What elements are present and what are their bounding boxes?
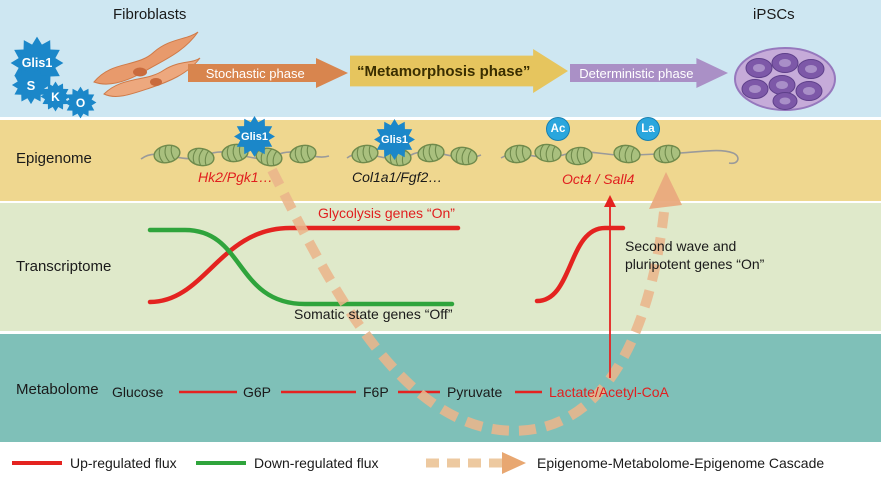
cascade-legend-label: Epigenome-Metabolome-Epigenome Cascade [537,455,825,471]
glis1-on-chromatin-badge: Glis1 [232,114,277,159]
lactylation-mark-label: La [641,123,655,135]
sox2-factor-badge: S [10,64,52,106]
glis1-label: Glis1 [241,130,268,143]
metamorphosis-phase-label: “Metamorphosis phase” [357,62,531,80]
fibroblast-cells-illustration [93,31,201,97]
oct4-factor-badge: O [63,85,98,120]
down-flux-legend-label: Down-regulated flux [254,455,379,471]
up-flux-legend-label: Up-regulated flux [70,455,177,471]
metabolome-band-label: Metabolome [16,381,99,398]
up-flux-line-swatch [12,461,62,465]
cascade-arrow-swatch [426,452,526,474]
glycolytic-genes-label: Hk2/Pgk1… [198,169,273,185]
glis1-factor-badge: Glis1 [8,34,66,92]
metabolite-lactate-acetylcoa: Lactate/Acetyl-CoA [549,384,669,400]
metabolite-glucose: Glucose [112,384,164,400]
fibroblast-genes-label: Col1a1/Fgf2… [352,169,443,185]
fibroblast-nucleus [150,78,162,86]
ipscs-label: iPSCs [753,6,795,23]
oct4-factor-label: O [75,95,86,110]
epigenome-band-label: Epigenome [16,150,92,167]
fibroblast-nucleus [133,67,147,77]
klf4-factor-badge: K [39,80,72,113]
somatic-off-label: Somatic state genes “Off” [294,306,453,322]
glis1-on-chromatin-badge: Glis1 [372,117,417,162]
ipsc-colony-illustration [734,47,836,111]
glis1-label: Glis1 [381,133,408,146]
metabolite-f6p: F6P [363,384,389,400]
second-wave-label-line1: Second wave and [625,238,737,254]
metabolite-pyruvate: Pyruvate [447,384,503,400]
glis1-factor-label: Glis1 [21,56,53,70]
nucleosome-chains [140,142,739,169]
second-wave-label-line2: pluripotent genes “On” [625,256,765,272]
acetylation-mark-label: Ac [550,123,566,135]
klf4-factor-label: K [51,89,60,104]
stochastic-phase-label: Stochastic phase [205,65,305,81]
metabolite-g6p: G6P [243,384,272,400]
acetylation-mark-badge: Ac [546,117,570,141]
lactylation-mark-badge: La [636,117,660,141]
fibroblasts-label: Fibroblasts [113,6,187,23]
deterministic-phase-label: Deterministic phase [579,65,694,81]
ipsc-cells [741,53,825,110]
down-flux-line-swatch [196,461,246,465]
pluripotency-genes-label: Oct4 / Sall4 [562,171,635,187]
sox2-factor-label: S [26,77,36,93]
glycolysis-on-label: Glycolysis genes “On” [318,205,455,221]
transcriptome-band-label: Transcriptome [16,258,112,275]
metamorphosis-phase-arrow: “Metamorphosis phase” [350,49,568,93]
